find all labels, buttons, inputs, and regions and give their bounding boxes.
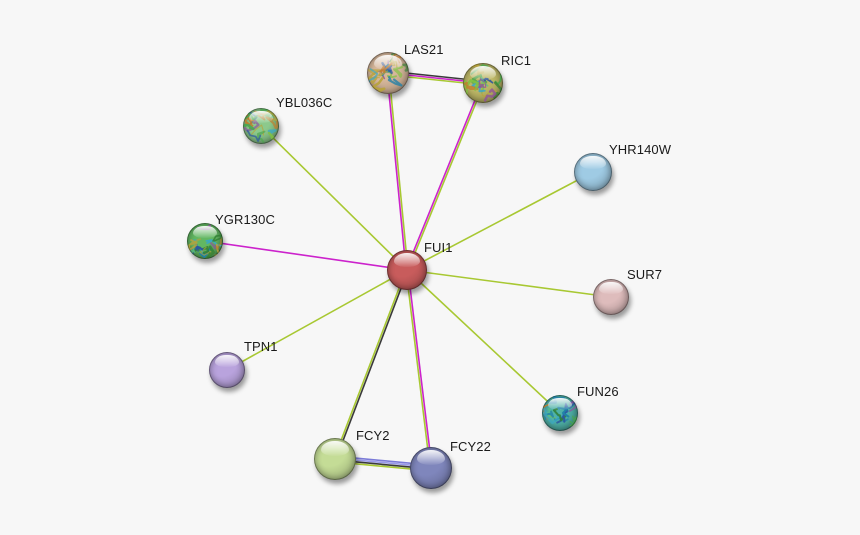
edge-line bbox=[406, 269, 612, 298]
edge-line bbox=[388, 72, 409, 270]
node-ric1[interactable] bbox=[463, 63, 503, 103]
node-label-ric1: RIC1 bbox=[501, 53, 532, 68]
node-label-sur7: SUR7 bbox=[627, 267, 663, 282]
node-fun26[interactable] bbox=[542, 395, 578, 431]
node-fui1[interactable] bbox=[387, 250, 427, 290]
node-label-ygr130c: YGR130C bbox=[215, 212, 275, 227]
edge-line bbox=[226, 269, 408, 371]
node-sphere bbox=[209, 352, 245, 388]
node-sphere bbox=[314, 438, 356, 480]
edge-line bbox=[407, 83, 485, 271]
edge-fui1-fcy22[interactable] bbox=[405, 269, 433, 469]
node-structure bbox=[463, 63, 503, 103]
edge-line bbox=[335, 270, 409, 460]
edge-fui1-las21[interactable] bbox=[386, 72, 409, 271]
protein-structure-glyph bbox=[542, 395, 577, 427]
protein-structure-glyph bbox=[243, 108, 279, 144]
node-tpn1[interactable] bbox=[209, 352, 245, 388]
node-fcy22[interactable] bbox=[410, 447, 452, 489]
node-structure bbox=[542, 395, 578, 431]
edge-fui1-ybl036c[interactable] bbox=[260, 125, 408, 271]
edge-line bbox=[260, 125, 408, 271]
node-label-yhr140w: YHR140W bbox=[609, 142, 672, 157]
node-structure bbox=[367, 52, 409, 94]
edge-fui1-yhr140w[interactable] bbox=[406, 171, 594, 271]
node-sphere bbox=[410, 447, 452, 489]
node-las21[interactable] bbox=[367, 52, 409, 94]
node-label-fui1: FUI1 bbox=[424, 240, 453, 255]
node-sphere bbox=[574, 153, 612, 191]
edge-fui1-tpn1[interactable] bbox=[226, 269, 408, 371]
edge-fui1-fcy2[interactable] bbox=[333, 269, 409, 460]
edge-fui1-sur7[interactable] bbox=[406, 269, 612, 298]
edge-line bbox=[204, 240, 408, 271]
node-yhr140w[interactable] bbox=[574, 153, 612, 191]
protein-structure-glyph bbox=[463, 63, 503, 102]
node-sur7[interactable] bbox=[593, 279, 629, 315]
node-label-fcy22: FCY22 bbox=[450, 439, 491, 454]
edge-line bbox=[406, 269, 561, 414]
node-label-las21: LAS21 bbox=[404, 42, 444, 57]
edge-line bbox=[406, 171, 594, 271]
node-fcy2[interactable] bbox=[314, 438, 356, 480]
edge-line bbox=[333, 269, 407, 459]
node-ygr130c[interactable] bbox=[187, 223, 223, 259]
protein-structure-glyph bbox=[367, 53, 409, 94]
node-label-ybl036c: YBL036C bbox=[276, 95, 333, 110]
edge-line bbox=[386, 73, 407, 271]
node-label-fcy2: FCY2 bbox=[356, 428, 390, 443]
edge-fui1-ric1[interactable] bbox=[405, 82, 485, 271]
node-label-fun26: FUN26 bbox=[577, 384, 619, 399]
edge-line bbox=[405, 270, 431, 469]
node-structure bbox=[243, 108, 279, 144]
node-ybl036c[interactable] bbox=[243, 108, 279, 144]
node-structure bbox=[187, 223, 223, 259]
edge-line bbox=[405, 82, 483, 270]
edge-fui1-fun26[interactable] bbox=[406, 269, 561, 414]
node-sphere bbox=[593, 279, 629, 315]
node-sphere bbox=[387, 250, 427, 290]
edge-line bbox=[407, 269, 433, 468]
node-label-tpn1: TPN1 bbox=[244, 339, 278, 354]
protein-structure-glyph bbox=[188, 224, 222, 259]
edge-fui1-ygr130c[interactable] bbox=[204, 240, 408, 271]
